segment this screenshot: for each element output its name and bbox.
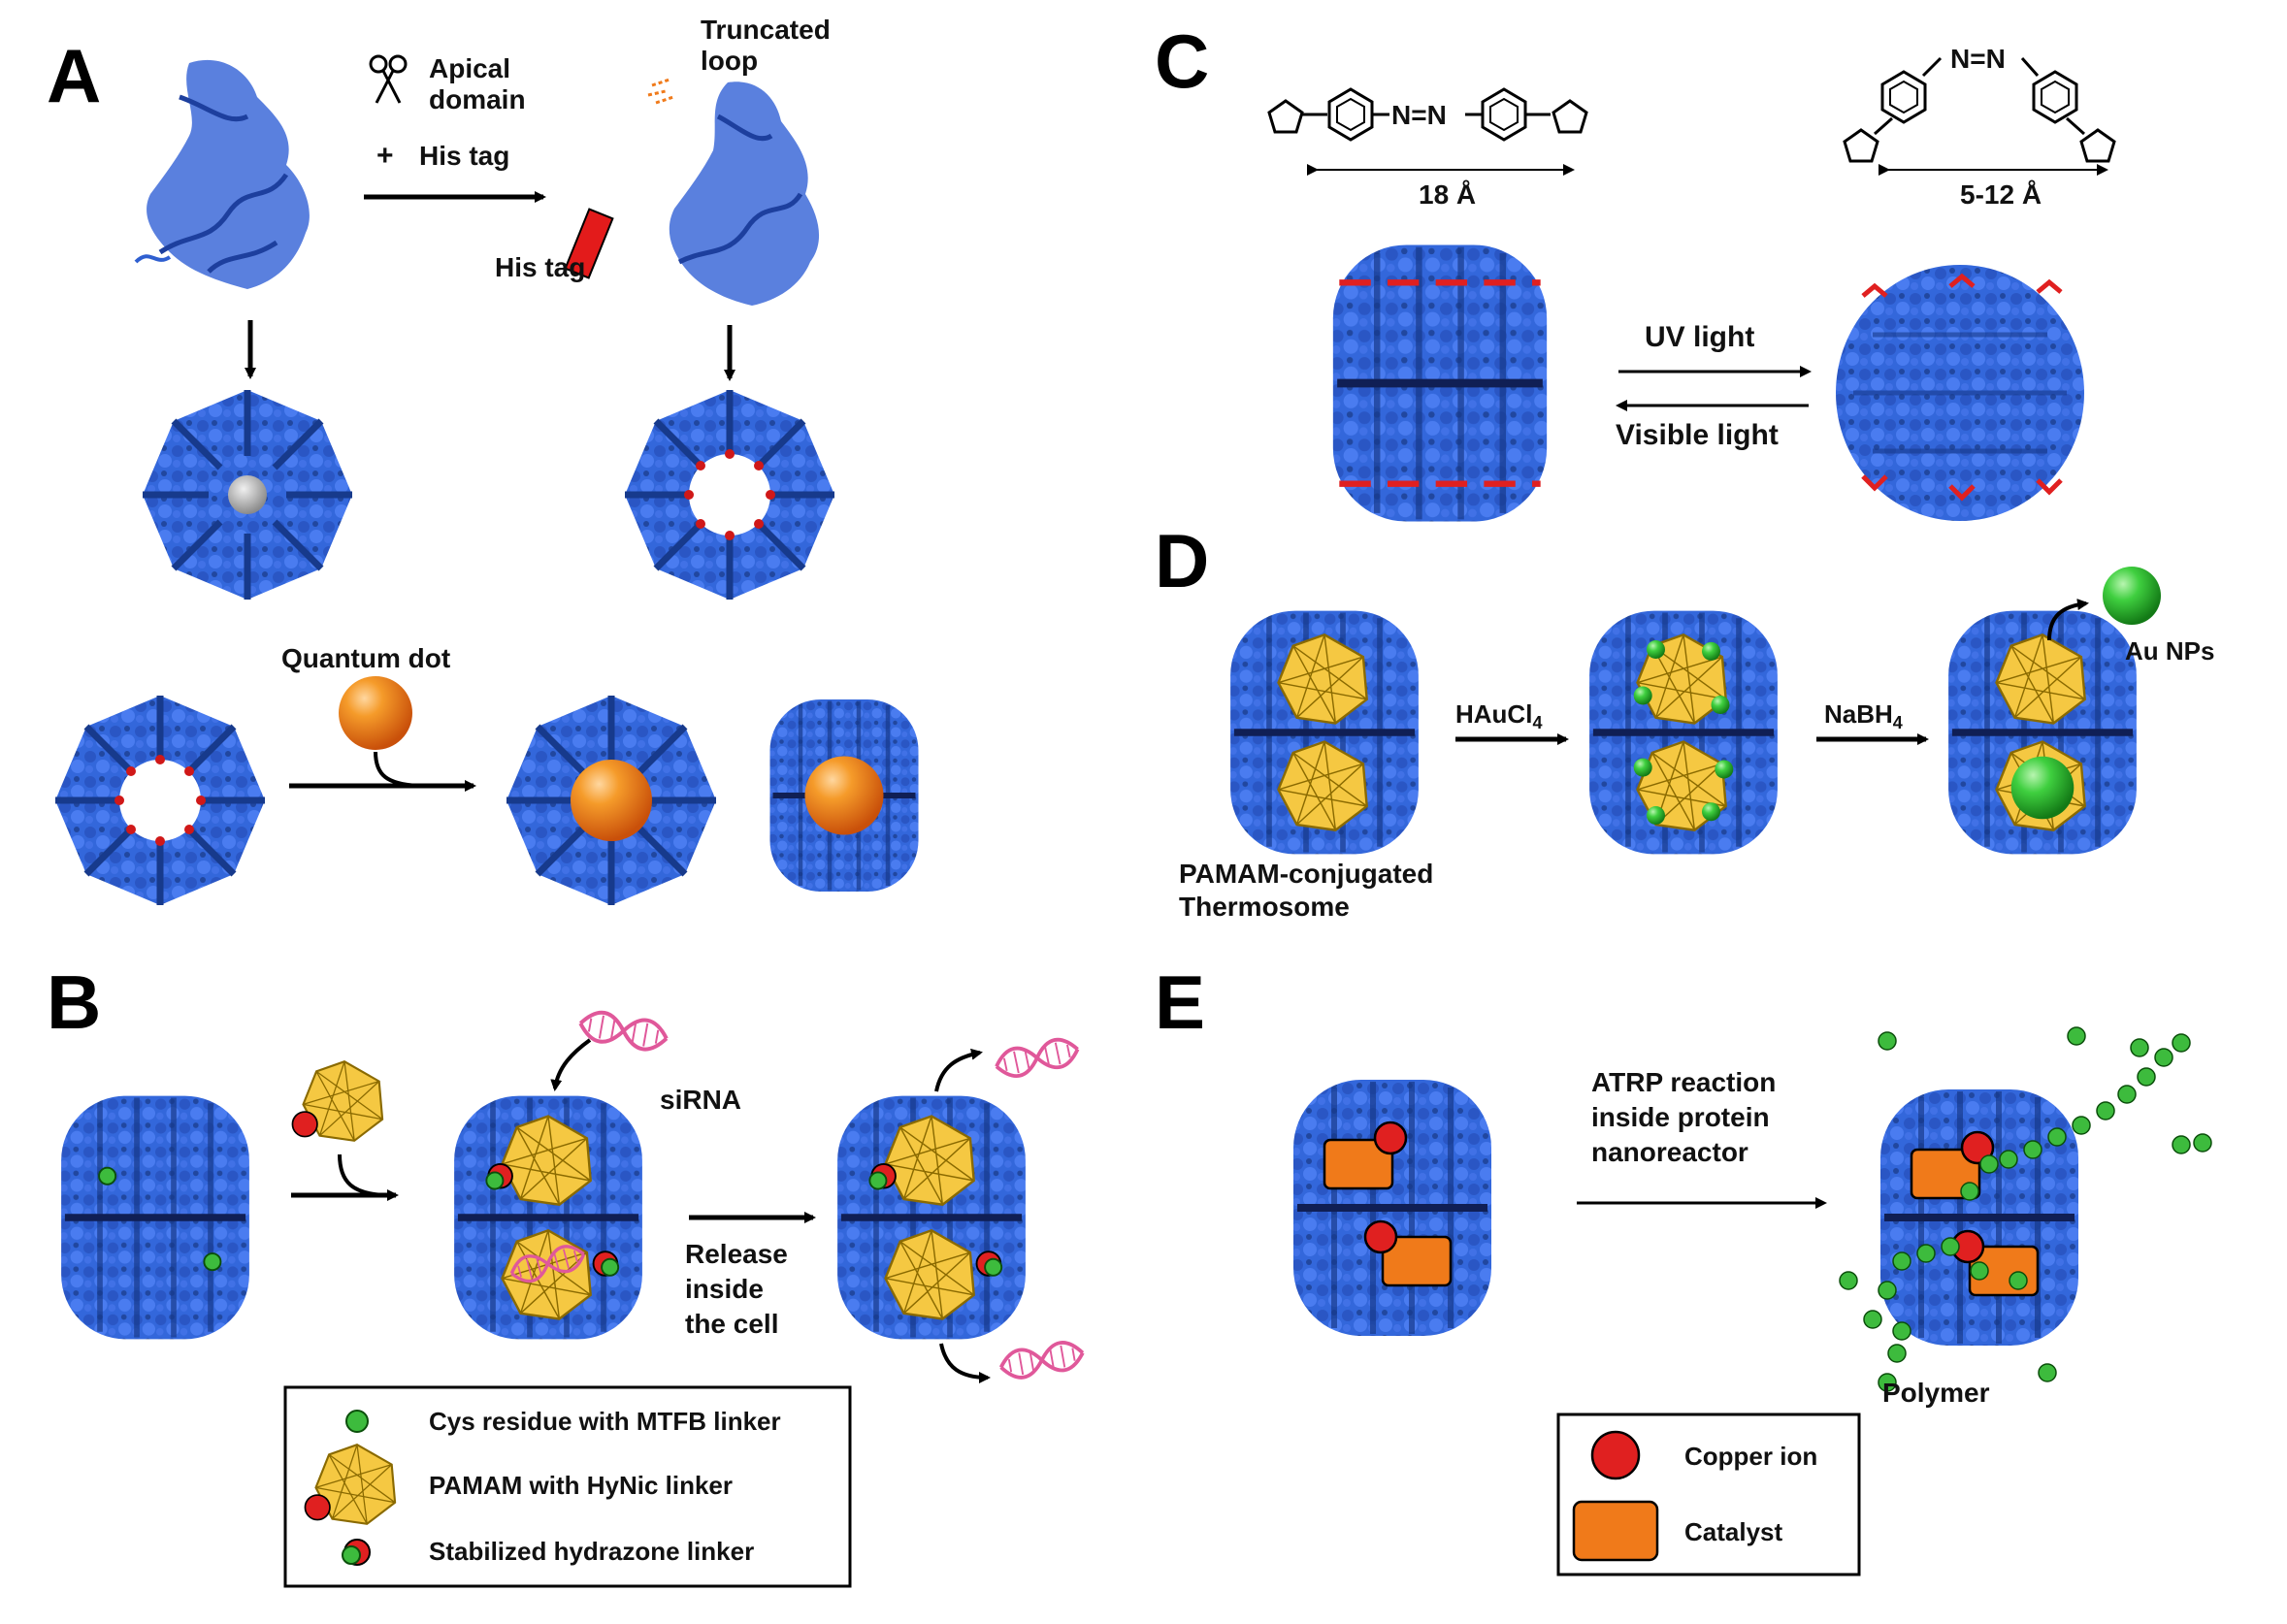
polymer-label: Polymer	[1882, 1378, 1990, 1408]
quantum-dot-sphere	[339, 676, 412, 750]
panel-c: C N=N 18 Å N=N 5-12 Å	[1155, 18, 2116, 522]
scissors-icon	[369, 54, 408, 104]
sirna-released-bottom-icon	[996, 1337, 1088, 1383]
thermosome-release-side-view	[837, 1096, 1026, 1340]
label-line: nanoreactor	[1591, 1137, 1748, 1167]
pamam-merge-curve	[338, 1153, 384, 1197]
release-label: Release inside the cell	[685, 1239, 788, 1339]
label-line: the cell	[685, 1309, 778, 1339]
label-line: inside protein	[1591, 1102, 1770, 1132]
sirna-release-arrow-top	[934, 1048, 983, 1092]
nabh4-label: NaBH4	[1824, 699, 1903, 732]
au-np-release-arrow	[2047, 599, 2089, 641]
panel-d-letter: D	[1155, 518, 1209, 603]
panel-b: B siRNA Release inside the cell	[47, 959, 1088, 1588]
panel-a-letter: A	[47, 33, 101, 118]
cis-azobenzene-structure: N=N	[1843, 44, 2116, 163]
his-tag-marker	[564, 208, 614, 279]
legend-cys-swatch	[345, 1410, 369, 1433]
polymer-chains	[1839, 1026, 2212, 1392]
atrp-label: ATRP reaction inside protein nanoreactor	[1591, 1067, 1776, 1167]
cis-length-label: 5-12 Å	[1960, 179, 2042, 210]
nanoreactor-side-view	[1293, 1080, 1491, 1336]
visible-light-label: Visible light	[1616, 419, 1779, 451]
trans-azo-text: N=N	[1391, 100, 1447, 130]
panel-b-letter: B	[47, 959, 101, 1045]
thermosome-au-np-side-view	[1948, 611, 2137, 855]
thermosome-open-state	[1333, 244, 1547, 521]
nanoreactor-polymer-side-view	[1880, 1089, 2078, 1346]
plus-sign: +	[376, 140, 394, 172]
pamam-hynic-reagent	[291, 1060, 384, 1142]
truncated-loop-marker	[647, 78, 674, 105]
panel-c-letter: C	[1155, 18, 1209, 104]
uv-light-label: UV light	[1645, 321, 1754, 353]
haucl4-label: HAuCl4	[1455, 699, 1542, 732]
his-tag-label: His tag	[495, 252, 585, 282]
panel-e: E ATRP reaction inside protein nanoreactor	[1155, 959, 2212, 1576]
legend-pamam-label: PAMAM with HyNic linker	[429, 1471, 733, 1500]
label-line: inside	[685, 1274, 764, 1304]
barrel-with-qd-side-view	[770, 699, 919, 892]
thermosome-pamam-sirna	[454, 1096, 642, 1340]
trans-length-label: 18 Å	[1419, 179, 1476, 210]
label-line: ATRP reaction	[1591, 1067, 1776, 1097]
panel-e-letter: E	[1155, 959, 1205, 1045]
pamam-thermosome-side-view	[1230, 611, 1419, 855]
legend-catalyst-swatch	[1572, 1500, 1659, 1562]
label-line: Apical	[429, 53, 510, 83]
sirna-loading-arrow	[550, 1038, 592, 1091]
subunit-ribbon-structure	[134, 59, 310, 289]
panel-e-legend: Copper ion Catalyst	[1556, 1413, 1861, 1576]
label-line: Thermosome	[1179, 892, 1350, 922]
quantum-dot-merge-curve	[374, 751, 418, 788]
thermosome-au-ions-side-view	[1589, 611, 1778, 855]
legend-copper-swatch	[1590, 1430, 1641, 1480]
quantum-dot-label: Quantum dot	[281, 643, 450, 673]
his-tag-step-label: His tag	[419, 141, 509, 171]
sirna-release-arrow-bottom	[939, 1343, 991, 1383]
legend-cys-label: Cys residue with MTFB linker	[429, 1407, 781, 1436]
thermosome-cys-side-view	[61, 1096, 249, 1340]
label-line: Truncated	[701, 15, 831, 45]
sirna-released-top-icon	[992, 1033, 1083, 1083]
legend-hydrazone-label: Stabilized hydrazone linker	[429, 1537, 754, 1566]
thermosome-closed-state	[1836, 265, 2084, 521]
trans-azobenzene-structure: N=N	[1267, 87, 1588, 142]
mutant-ring-top-view	[625, 390, 834, 600]
legend-copper-label: Copper ion	[1684, 1442, 1817, 1471]
ring-empty-qd-row	[55, 696, 265, 905]
legend-pamam-swatch	[304, 1444, 397, 1525]
au-nps-label: Au NPs	[2125, 636, 2214, 666]
wildtype-ring-top-view	[143, 390, 352, 600]
panel-b-legend: Cys residue with MTFB linker PAMAM with …	[283, 1385, 852, 1588]
label-line: Release	[685, 1239, 788, 1269]
au-np-sphere	[2103, 567, 2161, 625]
legend-hydrazone-swatch	[342, 1539, 371, 1566]
label-line: domain	[429, 84, 526, 114]
legend-catalyst-label: Catalyst	[1684, 1517, 1782, 1546]
truncated-ribbon-structure	[669, 81, 820, 306]
sirna-helix-icon	[575, 1007, 671, 1056]
label-line: PAMAM-conjugated	[1179, 859, 1433, 889]
cis-azo-text: N=N	[1950, 44, 2006, 74]
sirna-label: siRNA	[660, 1085, 741, 1115]
label-line: loop	[701, 46, 758, 76]
ring-with-qd-top-view	[506, 696, 716, 905]
